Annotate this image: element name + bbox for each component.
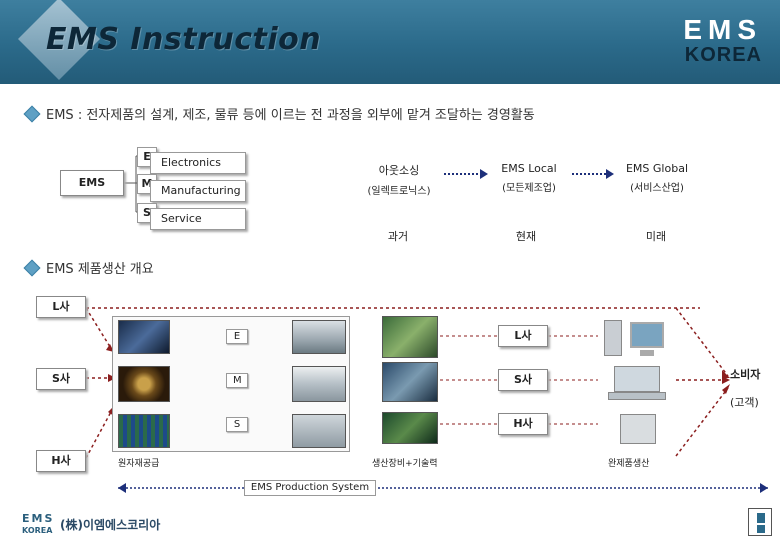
laptop-icon — [600, 364, 674, 404]
desktop-pc-icon — [600, 318, 674, 358]
stage-title: EMS Global — [625, 162, 688, 175]
brand-logo-ems: EMS — [683, 14, 762, 45]
caption-materials: 원자재공급 — [118, 459, 160, 469]
server-icon — [600, 412, 674, 446]
assembly-line-photo — [292, 366, 346, 402]
company-h-right: H사 — [498, 413, 548, 435]
memory-photo — [118, 414, 170, 448]
customer-label: (고객) — [730, 396, 759, 409]
workers-photo — [292, 414, 346, 448]
footer-logo-ems: EMS — [22, 512, 55, 525]
bullet-diamond-icon — [23, 259, 41, 277]
ems-production-system-label: EMS Production System — [244, 480, 376, 496]
company-s-right: S사 — [498, 369, 548, 391]
ems-m-tag: M — [226, 373, 248, 388]
mainboard-photo — [382, 316, 438, 358]
cpu-photo — [118, 366, 170, 402]
company-h-left: H사 — [36, 450, 86, 472]
production-heading: EMS 제품생산 개요 — [46, 262, 154, 277]
ems-e-tag: E — [226, 329, 248, 344]
stage-outsourcing: 아웃소싱 (일렉트로닉스) — [354, 162, 444, 197]
ems-label-box: EMS — [60, 170, 124, 196]
ems-s-tag: S — [226, 417, 248, 432]
stage-sub: (서비스산업) — [630, 183, 684, 194]
header-banner: EMS Instruction EMS KOREA — [0, 0, 780, 84]
footer-logo-korea: KOREA — [22, 526, 53, 535]
factory-photo — [292, 320, 346, 354]
page-title: EMS Instruction — [46, 22, 322, 57]
definition-text: EMS : 전자제품의 설계, 제조, 물류 등에 이르는 전 과정을 외부에 … — [46, 108, 535, 123]
chip-photo — [118, 320, 170, 354]
caption-finished: 완제품생산 — [608, 459, 650, 469]
stage-title: EMS Local — [501, 162, 557, 175]
era-future: 미래 — [645, 230, 667, 243]
company-l-left: L사 — [36, 296, 86, 318]
board-photo — [382, 362, 438, 402]
word-electronics: Electronics — [150, 152, 246, 174]
bullet-diamond-icon — [23, 105, 41, 123]
brand-logo-korea: KOREA — [684, 44, 762, 66]
word-service: Service — [150, 208, 246, 230]
stage-ems-local: EMS Local (모든제조업) — [484, 162, 574, 194]
consumer-label: 소비자 — [730, 368, 761, 381]
corner-decoration-icon — [748, 508, 772, 536]
caption-equipment: 생산장비+기술력 — [372, 459, 438, 469]
footer-company-name: (株)이엠에스코리아 — [60, 518, 161, 532]
stage-title: 아웃소싱 — [378, 164, 420, 177]
stage-sub: (일렉트로닉스) — [367, 186, 431, 197]
company-s-left: S사 — [36, 368, 86, 390]
stage-ems-global: EMS Global (서비스산업) — [612, 162, 702, 194]
card-photo — [382, 412, 438, 444]
era-past: 과거 — [387, 230, 409, 243]
stage-sub: (모든제조업) — [502, 183, 556, 194]
era-present: 현재 — [515, 230, 537, 243]
definition-connectors — [124, 155, 614, 213]
word-manufacturing: Manufacturing — [150, 180, 246, 202]
company-l-right: L사 — [498, 325, 548, 347]
